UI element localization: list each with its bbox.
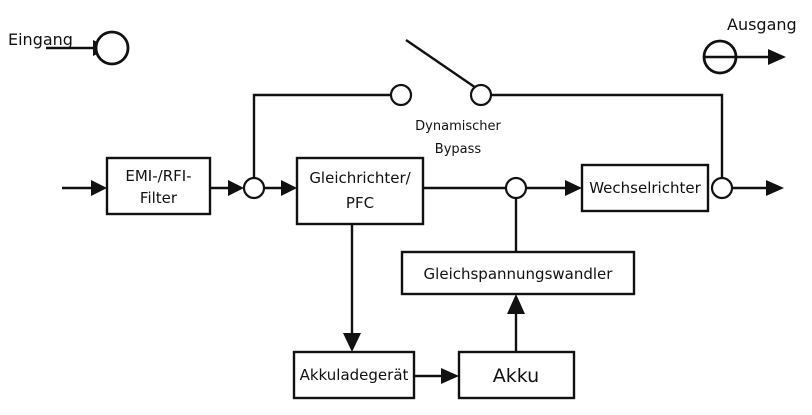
emi-to-node-arrow-head xyxy=(228,180,244,196)
bypass-line-left xyxy=(252,93,391,178)
junction-node-dc-bus xyxy=(504,176,528,200)
dc-converter-label: Gleichspannungswandler xyxy=(424,265,614,283)
emi-rfi-filter-block xyxy=(105,156,212,216)
inverter-block xyxy=(580,163,710,213)
node-to-rectifier-arrow-head xyxy=(281,180,297,196)
bypass-label-2: Bypass xyxy=(435,142,482,157)
dc-dc-converter-block xyxy=(400,250,636,296)
rectifier-label-1: Gleichrichter/ xyxy=(309,169,411,187)
input-terminal-icon xyxy=(94,30,130,66)
main-output-arrow-head xyxy=(766,180,784,196)
rectifier-label-2: PFC xyxy=(346,194,374,212)
input-label: Eingang xyxy=(8,30,73,49)
battery-to-converter-arrow-head xyxy=(507,294,525,314)
main-input-arrow-head xyxy=(91,180,107,196)
bypass-label-1: Dynamischer xyxy=(415,119,501,134)
rectifier-to-charger-arrow-head xyxy=(343,333,361,352)
bypass-contact-left xyxy=(389,83,413,107)
battery-label: Akku xyxy=(493,365,539,387)
charger-to-battery-arrow-head xyxy=(441,368,459,384)
emi-filter-label-1: EMI-/RFI- xyxy=(125,167,191,185)
inverter-label: Wechselrichter xyxy=(589,179,701,197)
emi-filter-label-2: Filter xyxy=(140,189,178,207)
battery-block xyxy=(457,350,576,400)
bypass-switch-lever-icon xyxy=(405,39,480,91)
dc-node-to-inverter-arrow-head xyxy=(565,180,582,196)
junction-node-output xyxy=(710,176,734,200)
junction-node-input xyxy=(242,176,266,200)
output-arrow-head xyxy=(768,49,786,65)
output-label: Ausgang xyxy=(727,15,797,34)
charger-label: Akkuladegerät xyxy=(300,366,409,384)
rectifier-pfc-block xyxy=(295,156,425,226)
bypass-line-right xyxy=(491,93,724,178)
bypass-contact-right xyxy=(469,83,493,107)
